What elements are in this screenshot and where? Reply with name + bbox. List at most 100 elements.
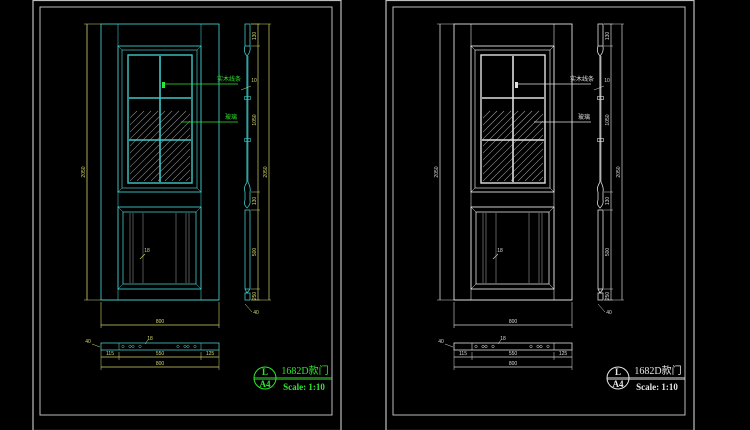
hatch-line [392, 111, 462, 181]
bevel [548, 206, 555, 213]
hatch-line [524, 162, 543, 181]
hatch-line [483, 110, 491, 119]
leader [144, 339, 149, 345]
side-muntin [244, 96, 251, 100]
hatch-line [164, 155, 190, 181]
bevel [549, 45, 555, 51]
hatch-line [364, 111, 434, 181]
dim-side-total: 2050 [263, 166, 269, 177]
upper-frame-inner [121, 49, 198, 189]
side-top-rail [244, 23, 251, 47]
upper-frame-outer [117, 45, 202, 193]
plan-bead [186, 345, 190, 348]
plan-bead [193, 345, 197, 348]
bevel [548, 283, 555, 290]
plan-bead [176, 345, 180, 348]
dim-plan-total: 800 [156, 361, 165, 367]
glass-sash [480, 54, 546, 184]
leader-marker [515, 82, 518, 88]
dim-side-top: 130 [252, 32, 258, 41]
dim-side-glass: 1050 [605, 114, 611, 125]
dim-side-total: 2050 [616, 166, 622, 177]
dim-plan-thickness: 40 [438, 339, 444, 345]
sheet-inner-frame [392, 6, 686, 416]
hatch-line [343, 111, 413, 181]
hatch-line [406, 111, 476, 181]
drawing-scale: Scale: 1:10 [283, 382, 325, 392]
dim-panel-note: 18 [144, 248, 150, 254]
plan-bead [546, 345, 550, 348]
hatch-line [350, 111, 420, 181]
dim-plan-right: 125 [206, 351, 215, 357]
dim-panel-note: 18 [497, 248, 503, 254]
dim-side-bottom: 250 [605, 292, 611, 301]
plan-bead [183, 345, 187, 348]
dim-plan-left: 115 [106, 351, 114, 357]
plan-section [453, 342, 573, 351]
upper-frame-outer [470, 45, 555, 193]
hatch-line [385, 111, 455, 181]
side-muntin [597, 96, 604, 100]
bevel [470, 283, 477, 290]
side-top-molding [243, 45, 251, 57]
hatch-line [483, 110, 519, 147]
bevel [117, 283, 124, 290]
detail-callout-top: L [262, 367, 268, 377]
hatch-line [32, 111, 102, 181]
side-mid-rail [596, 181, 604, 209]
bevel [117, 187, 123, 193]
hatch-line [130, 110, 138, 119]
side-muntin [597, 138, 604, 142]
hatch-line [496, 134, 543, 181]
hatch-line [53, 111, 123, 181]
detail-callout-bottom: A4 [613, 379, 624, 389]
hatch-line [130, 113, 190, 175]
leader-marker [162, 82, 165, 88]
bevel [117, 206, 124, 213]
hatch-line [4, 111, 74, 181]
hatch-line [130, 111, 131, 112]
sheet-inner-frame [39, 6, 333, 416]
dim-plan-thickness: 40 [85, 339, 91, 345]
plan-bead [481, 345, 485, 348]
side-lower-panel [597, 209, 604, 290]
bevel [117, 45, 123, 51]
side-lower-panel [244, 209, 251, 290]
plan-bead [484, 345, 488, 348]
hatch-line [171, 162, 190, 181]
side-bottom-molding [244, 288, 251, 294]
plan-bead [529, 345, 533, 348]
hatch-line [130, 110, 159, 140]
hatch-line [130, 110, 187, 168]
hatch-line [553, 111, 623, 181]
hatch-line [11, 111, 81, 181]
hatch-line [483, 110, 533, 161]
side-muntin [244, 138, 251, 142]
bevel [470, 206, 477, 213]
plan-bead [138, 345, 142, 348]
plan-bead [121, 345, 125, 348]
hatch-line [483, 110, 498, 126]
bevel [195, 283, 202, 290]
dim-plan-bead: 18 [147, 336, 153, 342]
hatch-line [130, 110, 152, 133]
side-top-rail [597, 23, 604, 47]
dim-plan-mid: 550 [156, 351, 165, 357]
plan-bead [539, 345, 543, 348]
plan-bead [491, 345, 495, 348]
hatch-line [200, 111, 270, 181]
lower-panel-outer [117, 206, 202, 290]
dim-side-bottom: 250 [252, 292, 258, 301]
hatch-line [510, 148, 543, 181]
annotation-molding: 实木线条 [570, 75, 594, 83]
hatch-line [503, 141, 543, 181]
dim-overall-height: 2050 [434, 166, 440, 177]
sheet-outer-frame [385, 0, 695, 430]
side-bottom-molding [597, 288, 604, 294]
hatch-line [0, 111, 60, 181]
bevel [549, 187, 555, 193]
hatch-line [150, 141, 190, 181]
plan-bead [536, 345, 540, 348]
dim-side-chamfer: 10 [604, 78, 610, 84]
